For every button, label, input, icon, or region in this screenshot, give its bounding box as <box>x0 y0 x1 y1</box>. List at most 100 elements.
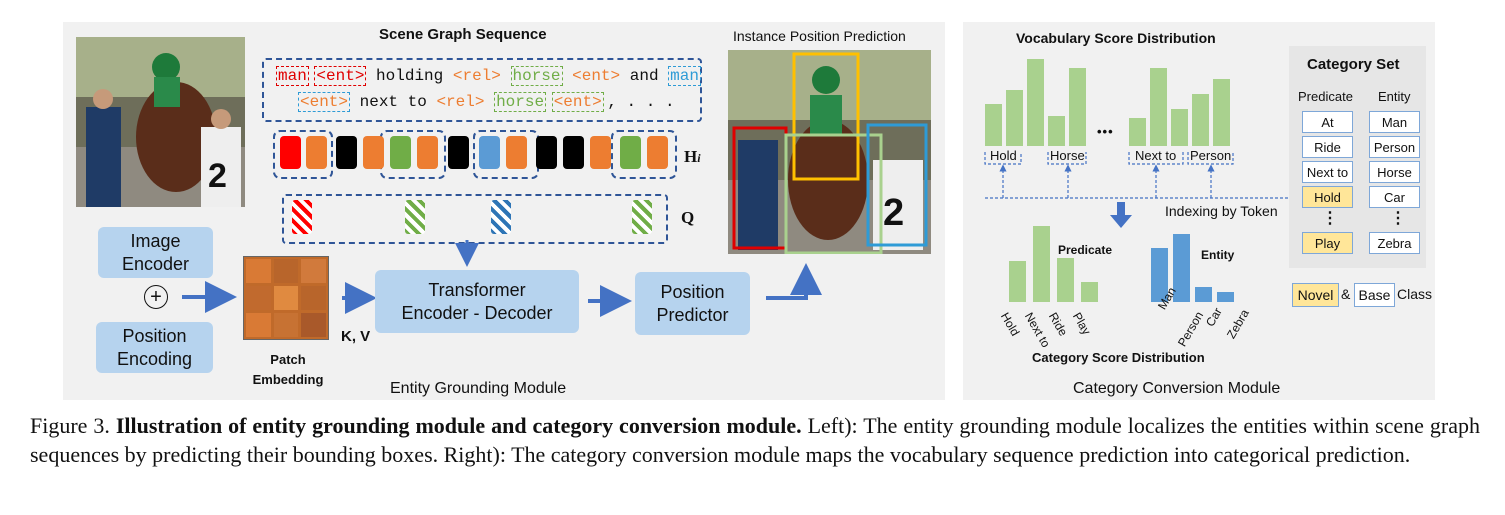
vocab-token-next-to: Next to <box>1135 148 1177 163</box>
hidden-token <box>479 136 500 169</box>
sequence-line-2: <ent> next to <rel> horse <ent> , . . . <box>298 92 675 112</box>
vocab-bar <box>1192 94 1209 146</box>
entity-bar <box>1151 248 1168 302</box>
token-man: man <box>276 66 309 86</box>
entity-vertical-ellipsis: ⋮ <box>1390 210 1406 227</box>
predicate-bar <box>1057 258 1074 302</box>
entity-bar <box>1173 234 1190 302</box>
hidden-token <box>590 136 611 169</box>
vocab-token-hold: Hold <box>990 148 1017 163</box>
transformer-box: Transformer Encoder - Decoder <box>375 270 579 333</box>
hidden-token <box>417 136 438 169</box>
predicate-item-at: At <box>1302 111 1353 133</box>
hidden-token <box>620 136 641 169</box>
patch <box>246 259 271 283</box>
patch <box>301 313 326 337</box>
predicate-item-next-to: Next to <box>1302 161 1353 183</box>
vocab-bar <box>1150 68 1167 146</box>
hidden-token <box>536 136 557 169</box>
vocab-bar <box>1006 90 1023 146</box>
indexing-label: Indexing by Token <box>1165 203 1278 219</box>
group-box-4 <box>611 130 677 179</box>
image-encoder-label: Image Encoder <box>121 230 190 274</box>
token-next-to: next to <box>359 93 427 111</box>
predicate-bar <box>1033 226 1050 302</box>
figure-caption: Figure 3. Illustration of entity groundi… <box>30 411 1480 469</box>
hidden-token <box>280 136 301 169</box>
image-encoder-box: Image Encoder <box>98 227 213 278</box>
predicate-bar <box>1009 261 1026 302</box>
entity-item-car: Car <box>1369 186 1420 208</box>
hidden-states-row <box>270 128 680 184</box>
query-token <box>491 200 511 234</box>
position-encoding-label: Position Encoding <box>116 325 193 369</box>
query-token <box>405 200 425 234</box>
vocab-score-title: Vocabulary Score Distribution <box>1016 30 1216 46</box>
vocab-token-horse: Horse <box>1050 148 1085 163</box>
instance-prediction-photo: 2 <box>728 50 931 254</box>
vocab-token-person: Person <box>1190 148 1232 163</box>
category-score-title: Category Score Distribution <box>1032 350 1205 365</box>
instance-prediction-title: Instance Position Prediction <box>733 28 906 44</box>
category-conversion-title: Category Conversion Module <box>1073 380 1281 397</box>
hidden-token <box>306 136 327 169</box>
sequence-line-1: man <ent> holding <rel> horse <ent> and … <box>276 66 701 86</box>
entity-item-horse: Horse <box>1369 161 1420 183</box>
vocab-bar <box>1171 109 1188 146</box>
vocab-bar <box>1213 79 1230 146</box>
kv-label: K, V <box>341 328 371 345</box>
hidden-token <box>448 136 469 169</box>
plus-icon: + <box>144 285 168 309</box>
token-horse: horse <box>510 66 563 86</box>
category-set-title: Category Set <box>1307 56 1400 73</box>
entity-grounding-title: Entity Grounding Module <box>390 380 567 397</box>
predicate-item-hold: Hold <box>1302 186 1353 208</box>
patch <box>246 313 271 337</box>
vocab-bar <box>1027 59 1044 146</box>
position-predictor-box: Position Predictor <box>635 272 750 335</box>
vocab-ellipsis: ••• <box>1097 124 1114 139</box>
caption-bold: Illustration of entity grounding module … <box>115 413 802 438</box>
query-token <box>632 200 652 234</box>
entity-item-person: Person <box>1369 136 1420 158</box>
vocab-score-chart <box>984 59 1288 302</box>
hidden-token <box>390 136 411 169</box>
patch <box>301 286 326 310</box>
vocab-bar <box>1129 118 1146 146</box>
predicate-chart-label: Predicate <box>1058 243 1113 257</box>
patch <box>273 259 299 283</box>
predicate-item-ride: Ride <box>1302 136 1353 158</box>
position-predictor-label: Position Predictor <box>656 281 729 325</box>
patch-embedding-grid <box>243 256 329 340</box>
token-ent: <ent> <box>314 66 367 86</box>
scene-graph-title: Scene Graph Sequence <box>379 26 547 43</box>
legend-base: Base <box>1354 283 1395 307</box>
predicate-bar <box>1081 282 1098 302</box>
token-holding: holding <box>376 67 444 85</box>
entity-chart-label: Entity <box>1201 248 1235 262</box>
hidden-token <box>363 136 384 169</box>
legend-class: Class <box>1397 286 1433 302</box>
col-entity-label: Entity <box>1378 89 1411 104</box>
token-ent: <ent> <box>572 67 621 85</box>
hidden-token <box>647 136 668 169</box>
position-encoding-box: Position Encoding <box>96 322 213 373</box>
caption-prefix: Figure 3. <box>30 413 116 438</box>
legend-amp: & <box>1341 286 1351 302</box>
token-man-2: man <box>668 66 701 86</box>
entity-bar <box>1217 292 1234 302</box>
vocab-bar <box>1048 116 1065 146</box>
token-ent-2: <ent> <box>298 92 351 112</box>
col-predicate-label: Predicate <box>1298 89 1353 104</box>
token-rel: <rel> <box>452 67 501 85</box>
hidden-token <box>563 136 584 169</box>
legend-novel: Novel <box>1292 283 1339 307</box>
input-photo: 2 <box>76 37 245 207</box>
vocab-bar <box>1069 68 1086 146</box>
hidden-token <box>506 136 527 169</box>
entity-item-zebra: Zebra <box>1369 232 1420 254</box>
svg-text:2: 2 <box>883 192 904 234</box>
token-horse-2: horse <box>494 92 547 112</box>
q-label: Q <box>681 208 695 227</box>
vocab-bar <box>985 104 1002 146</box>
